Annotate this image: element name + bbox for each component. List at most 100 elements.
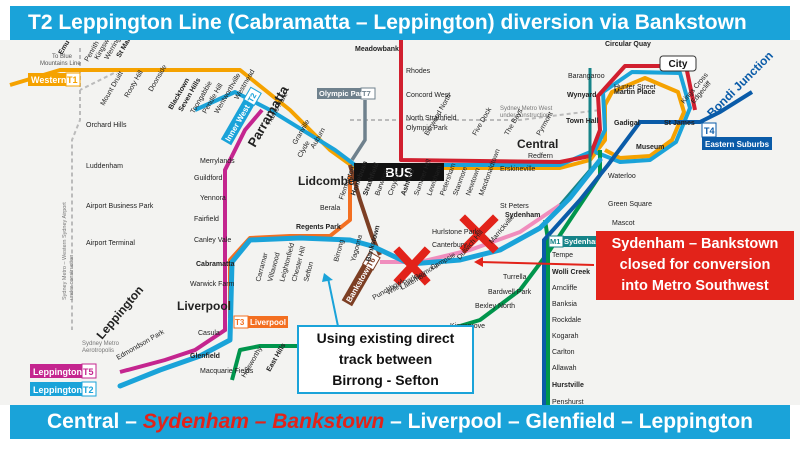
route-part-1: Central – (47, 410, 143, 433)
badge-m1-sydenham: M1 Sydenham (548, 235, 602, 248)
diversion-route (117, 157, 603, 389)
svg-text:Leppington: Leppington (33, 385, 82, 395)
svg-text:Western: Western (31, 75, 66, 85)
city-label: City (669, 59, 688, 70)
t4-line (542, 90, 754, 405)
station-label: Concord West (406, 92, 450, 99)
station-label: Liverpool (177, 299, 231, 313)
station-label: Museum (636, 144, 664, 151)
station-label: Canterbury (432, 242, 467, 249)
svg-text:T7: T7 (362, 89, 371, 98)
t2-line (194, 70, 692, 167)
station-label: Kogarah (552, 333, 579, 340)
svg-text:Sydenham: Sydenham (564, 237, 602, 246)
svg-text:Olympic Park: Olympic Park (319, 89, 368, 98)
station-label: Gadigal (614, 120, 640, 127)
existing-track-callout-line-3: Birrong - Sefton (332, 372, 439, 388)
station-label: Casula (198, 330, 220, 337)
svg-text:T3: T3 (235, 318, 245, 327)
existing-track-callout-line-1: Using existing direct (316, 330, 455, 346)
station-label: Carlton (552, 349, 575, 356)
metro-west-label-2: under construction (500, 113, 549, 119)
existing-track-callout: Using existing direct track between Birr… (297, 325, 474, 394)
airport-metro-lower-label-2: Aerotropolis (82, 348, 114, 354)
station-label: North Strathfield (406, 115, 457, 122)
station-label: Hurlstone Park (432, 229, 479, 236)
title-banner: T2 Leppington Line (Cabramatta – Lepping… (10, 6, 790, 40)
metro-west-line (350, 109, 601, 121)
station-label: Waterloo (608, 173, 636, 180)
station-label: Turrella (503, 274, 527, 281)
to-blue-mountains-label-1: To Blue (52, 54, 73, 60)
svg-text:M1: M1 (550, 237, 560, 246)
station-label: Guildford (194, 175, 223, 182)
station-label: Glenfield (190, 353, 220, 360)
station-label: Fairfield (194, 216, 219, 223)
station-label: Regents Park (296, 224, 341, 231)
route-highlight: Sydenham – Bankstown (142, 410, 385, 433)
closure-callout: Sydenham – Bankstown closed for conversi… (596, 231, 794, 300)
station-label: Macquarie Fields (200, 368, 254, 375)
station-label: Cabramatta (196, 261, 235, 268)
station-label: Lidcombe (298, 174, 355, 188)
t5-line (119, 108, 264, 374)
station-label: Arncliffe (552, 285, 577, 292)
station-label: Airport Terminal (86, 240, 135, 247)
station-label: Redfern (528, 153, 553, 160)
bus-bar (354, 163, 444, 181)
badge-t4-eastern-suburbs: T4 Eastern Suburbs (701, 122, 772, 150)
station-label: Meadowbank (355, 46, 399, 53)
station-label: Hunter Street (614, 84, 656, 91)
closure-callout-line-2: closed for conversion (619, 257, 771, 273)
station-label: Merrylands (200, 158, 235, 165)
t1-line (9, 68, 686, 170)
city-badge (659, 55, 697, 72)
route-part-2: – Liverpool – Glenfield – Leppington (384, 410, 753, 433)
station-label: Mascot (612, 220, 635, 227)
svg-text:T5: T5 (83, 367, 94, 377)
to-blue-mountains-label-2: Mountains Line (40, 61, 81, 67)
closure-callout-line-1: Sydenham – Bankstown (611, 236, 779, 252)
station-label: Orchard Hills (86, 122, 127, 129)
svg-text:Leppington: Leppington (33, 367, 82, 377)
station-label: Allawah (552, 365, 577, 372)
station-label: Canley Vale (194, 237, 231, 244)
airport-metro-label-1: Sydney Metro – Western Sydney Airport (62, 202, 68, 300)
station-label: St James (664, 120, 695, 127)
station-label: Airport Business Park (86, 203, 154, 210)
station-label: Olympic Park (406, 125, 448, 132)
station-label: Tempe (552, 252, 573, 259)
station-label: Rockdale (552, 317, 581, 324)
badge-t3-liverpool: T3 Liverpool (233, 315, 288, 329)
existing-track-callout-line-2: track between (338, 351, 433, 367)
station-label: Sydenham (505, 212, 540, 219)
station-label: Penshurst (552, 399, 584, 406)
closure-callout-line-3: into Metro Southwest (621, 278, 769, 294)
svg-text:Eastern Suburbs: Eastern Suburbs (705, 140, 770, 149)
station-label: Wynyard (567, 92, 596, 99)
station-label: Circular Quay (605, 41, 651, 48)
station-label: St Peters (500, 203, 529, 210)
station-label: Warwick Farm (190, 281, 235, 288)
badge-t2-leppington: Leppington T2 (30, 381, 97, 397)
bus-label: BUS (385, 165, 413, 180)
station-label: Luddenham (86, 163, 123, 170)
station-label: Rhodes (406, 68, 431, 75)
station-label: Hurstville (552, 382, 584, 389)
station-label: Yennora (200, 195, 226, 202)
station-label: Central (517, 137, 558, 151)
airport-metro-lower-label-1: Sydney Metro (82, 341, 120, 347)
station-label: Banksia (552, 301, 577, 308)
badge-t7-olympic-park: Olympic Park T7 (317, 87, 376, 100)
badge-t1-western: Western T1 (28, 72, 81, 87)
metro-west-label-1: Sydney Metro West (500, 106, 553, 112)
svg-text:T1: T1 (67, 75, 78, 85)
svg-text:Liverpool: Liverpool (250, 318, 286, 327)
station-label: Bardwell Park (488, 289, 532, 296)
t7-line (350, 100, 367, 161)
svg-text:T2: T2 (83, 385, 94, 395)
route-banner: Central – Sydenham – Bankstown – Liverpo… (10, 405, 790, 439)
station-label: Barangaroo (568, 73, 605, 80)
